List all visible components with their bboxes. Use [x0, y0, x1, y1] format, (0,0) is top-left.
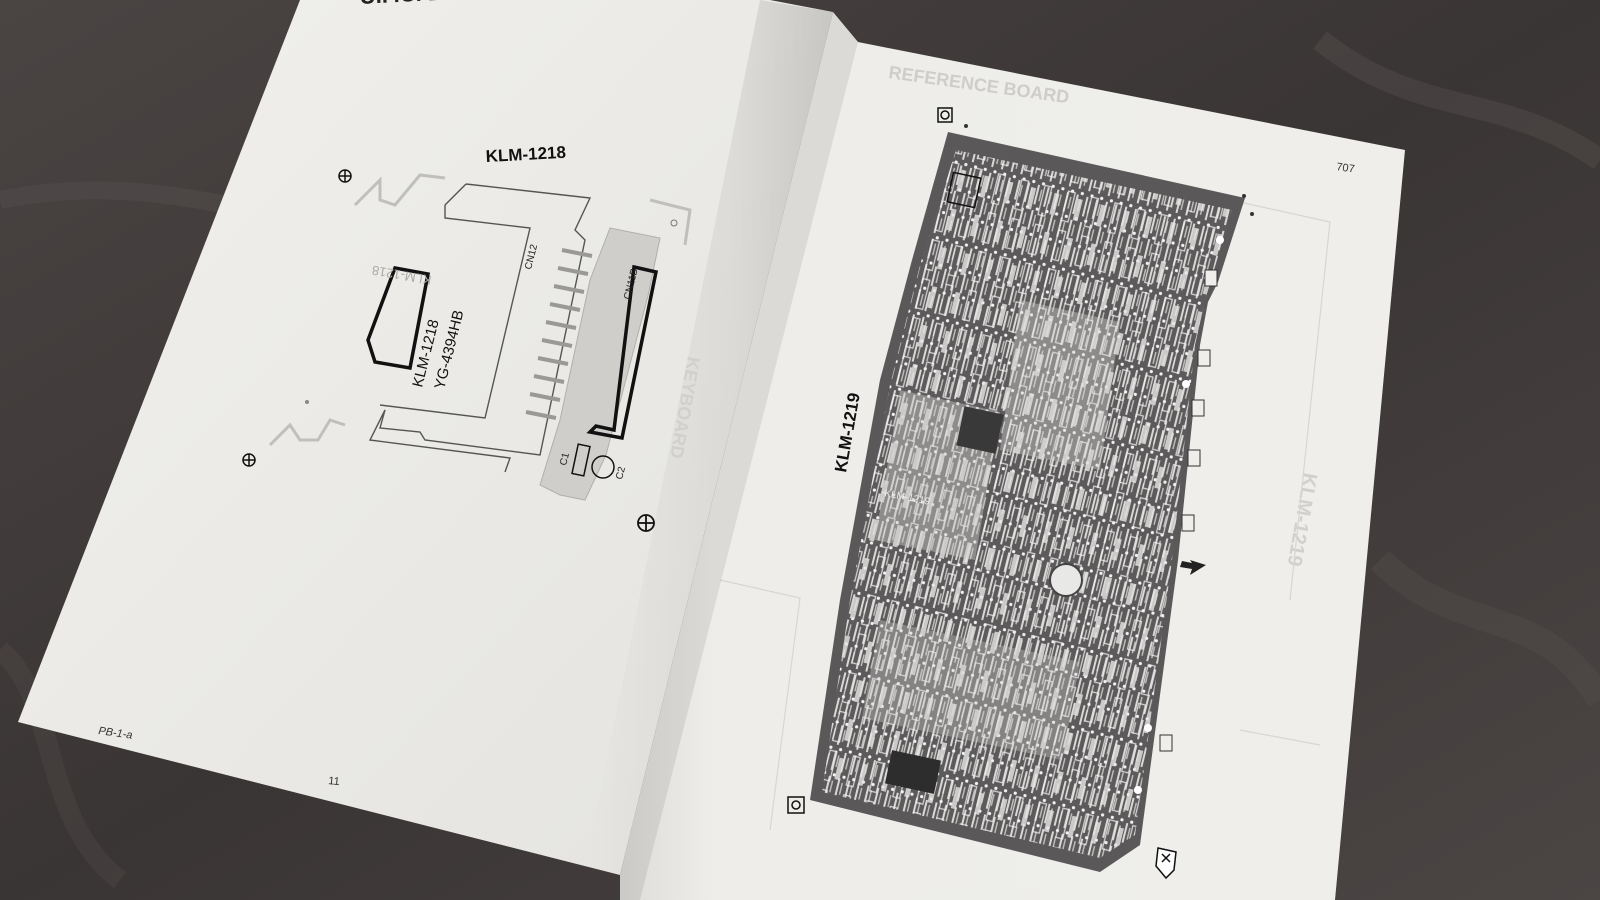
- ghost-outline: [268, 173, 692, 447]
- registration-mark-icon: [937, 107, 953, 123]
- klm-1218-outline: [368, 183, 592, 473]
- connector-pads: [525, 248, 593, 420]
- c1-label: C1: [558, 451, 572, 466]
- right-page-number: 707: [1336, 161, 1356, 175]
- c2-symbol: [591, 455, 615, 479]
- left-page-number: 11: [328, 775, 341, 788]
- ghost-grid: [719, 199, 1331, 831]
- cn11b-outline: [586, 264, 659, 441]
- c1-symbol: [571, 443, 591, 477]
- right-page-content: REFERENCE BOARD KEYBOARD KLM-1219: [666, 62, 1356, 880]
- connector-tabs: [1159, 269, 1218, 752]
- left-heading-fragment: U.P.C. BOARD: [359, 0, 509, 9]
- c2-label: C2: [614, 465, 628, 480]
- chip-outline: [366, 266, 431, 371]
- footer-code: PB-1-a: [98, 725, 134, 742]
- registration-mark-icon: [637, 514, 655, 532]
- mounting-holes: [1134, 236, 1224, 794]
- registration-mark-icon: [787, 796, 805, 814]
- registration-mark-icon: [338, 169, 352, 183]
- battery-symbol: [1049, 563, 1083, 597]
- registration-mark-icon: [242, 453, 256, 467]
- klm-1218-title: KLM-1218: [485, 143, 566, 166]
- arrow-right-icon: [1180, 560, 1206, 575]
- close-marker-icon: [1155, 847, 1177, 880]
